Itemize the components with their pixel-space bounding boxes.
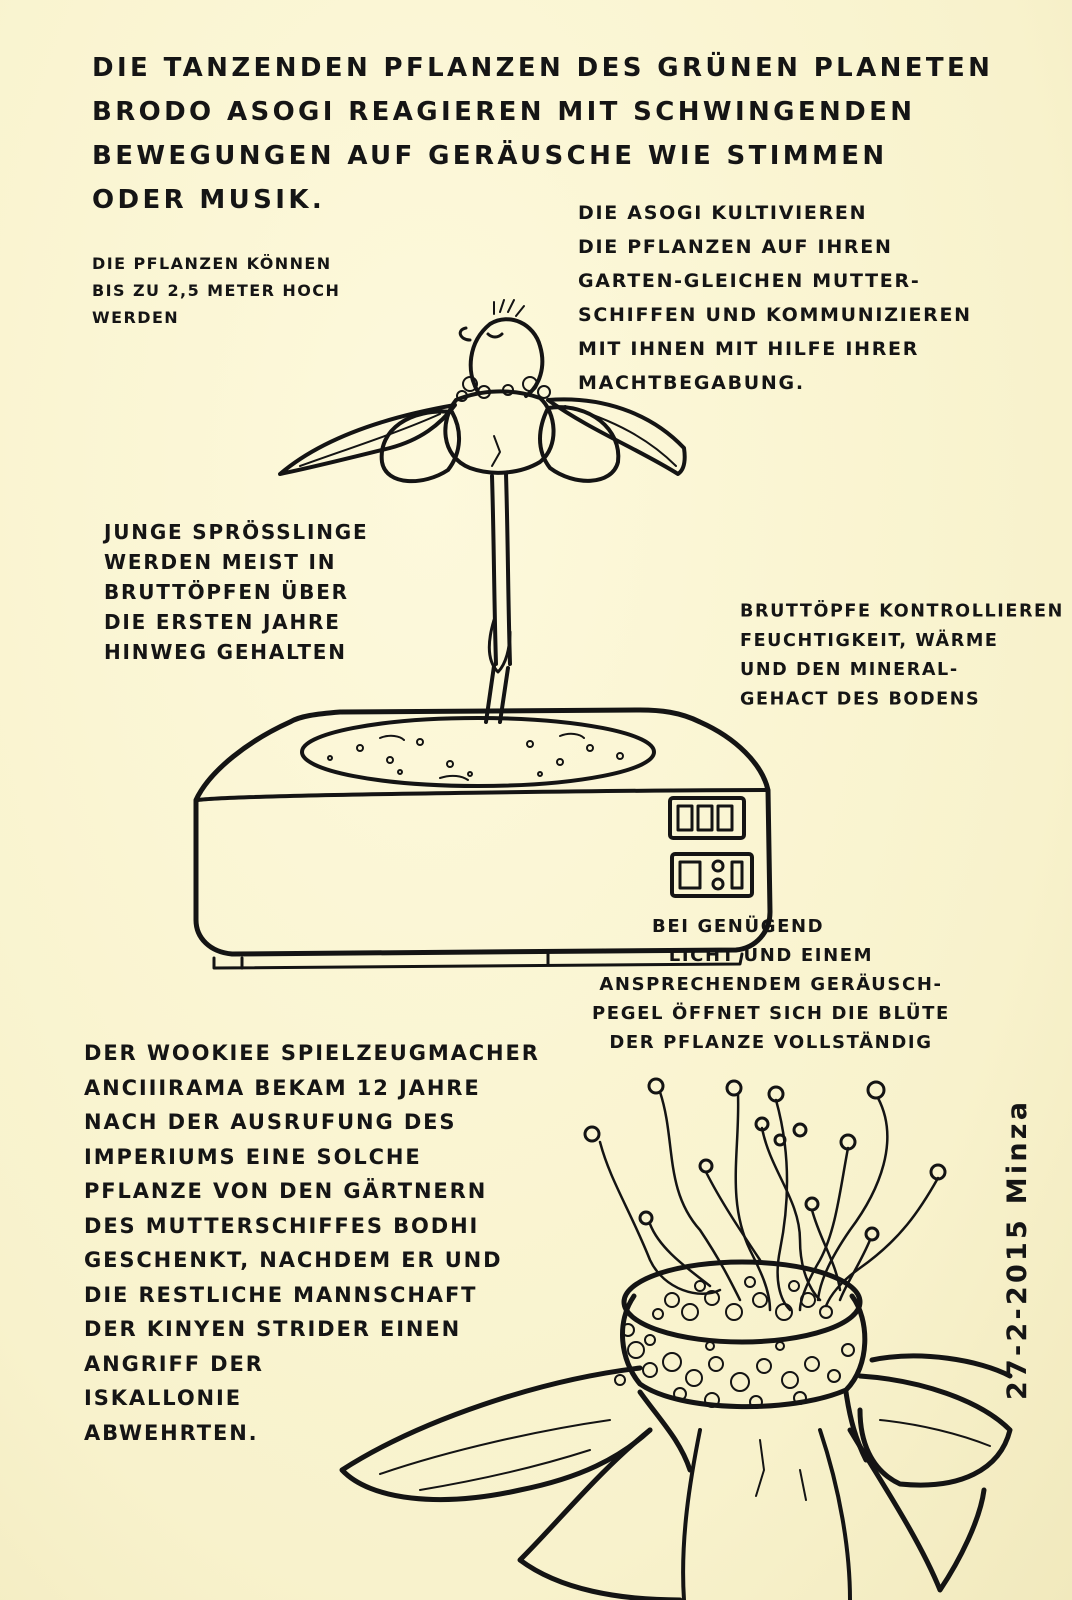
cultivation-line: mit ihnen mit Hilfe ihrer bbox=[578, 338, 920, 360]
bloom-line: der Pflanze vollständig bbox=[609, 1032, 933, 1053]
incubator-line: gehact des Bodens bbox=[740, 688, 981, 710]
plant-petal-center bbox=[443, 389, 556, 475]
plant-leaf-right bbox=[546, 397, 687, 476]
height-annotation: Die Pflanzen können bis zu 2,5 Meter hoc… bbox=[92, 250, 340, 331]
height-line: werden bbox=[92, 308, 180, 327]
plant-bud bbox=[468, 317, 545, 398]
signature-date: 27-2-2015 Minza bbox=[1002, 1098, 1033, 1400]
story-line: Anciiirama bekam 12 Jahre bbox=[84, 1075, 481, 1100]
flower-petal-left bbox=[339, 1365, 653, 1503]
plant-petal-left bbox=[379, 409, 462, 484]
plant-stem bbox=[490, 472, 512, 666]
plant-petal-right bbox=[538, 405, 621, 483]
seedling-line: hinweg gehalten bbox=[104, 640, 347, 664]
cultivation-line: schiffen und kommunizieren bbox=[578, 304, 972, 326]
incubator-pot bbox=[193, 707, 773, 957]
story-line: Angriff der bbox=[84, 1351, 264, 1376]
flower-opening bbox=[621, 1259, 863, 1345]
story-annotation: Der Wookiee Spielzeugmacher Anciiirama b… bbox=[84, 1036, 540, 1450]
seedling-line: die ersten Jahre bbox=[104, 610, 341, 634]
pot-display-panel bbox=[668, 796, 746, 840]
open-flower-drawing bbox=[339, 1077, 1013, 1600]
pot-switch-panel bbox=[670, 852, 754, 898]
cultivation-line: Die Asogi kultivieren bbox=[578, 202, 868, 224]
incubator-plant-drawing bbox=[193, 299, 773, 970]
bloom-line: pegel öffnet sich die Blüte bbox=[592, 1003, 950, 1024]
story-line: abwehrten. bbox=[84, 1420, 259, 1445]
flower-petal-right bbox=[857, 1373, 1013, 1488]
story-line: Iskallonie bbox=[84, 1386, 242, 1410]
incubator-annotation: Bruttöpfe kontrollieren Feuchtigkeit, Wä… bbox=[740, 597, 1064, 714]
intro-line: Bewegungen auf Geräusche wie Stimmen bbox=[92, 141, 888, 171]
incubator-line: und den Mineral- bbox=[740, 659, 959, 680]
height-line: bis zu 2,5 Meter hoch bbox=[92, 281, 341, 300]
story-line: geschenkt, nachdem er und bbox=[84, 1248, 503, 1272]
plant-leaf-left bbox=[278, 403, 457, 476]
cultivation-annotation: Die Asogi kultivieren die Pflanzen auf i… bbox=[578, 196, 972, 400]
flower-center bbox=[620, 1293, 868, 1410]
incubator-line: Bruttöpfe kontrollieren bbox=[740, 600, 1064, 622]
story-line: der Kinyen Strider einen bbox=[84, 1317, 462, 1341]
flower-petal-front-left bbox=[517, 1427, 683, 1600]
story-line: des Mutterschiffes Bodhi bbox=[84, 1213, 480, 1238]
seedling-annotation: Junge Sprösslinge werden meist in Bruttö… bbox=[104, 517, 368, 667]
bloom-line: ansprechendem Geräusch- bbox=[599, 974, 943, 995]
intro-line: oder Musik. bbox=[92, 185, 326, 215]
bloom-line: Bei genügend bbox=[652, 916, 825, 937]
flower-petal-front-right bbox=[847, 1427, 987, 1593]
height-line: Die Pflanzen können bbox=[92, 254, 332, 273]
incubator-line: Feuchtigkeit, Wärme bbox=[740, 630, 999, 651]
cultivation-line: Machtbegabung. bbox=[578, 372, 805, 394]
seedling-line: werden meist in bbox=[104, 550, 337, 574]
story-line: Imperiums eine solche bbox=[84, 1144, 422, 1169]
cultivation-line: Garten-gleichen Mutter- bbox=[578, 270, 921, 292]
seedling-line: Bruttöpfen über bbox=[104, 580, 349, 604]
pot-soil bbox=[300, 716, 656, 788]
story-line: Der Wookiee Spielzeugmacher bbox=[84, 1041, 540, 1065]
seedling-line: Junge Sprösslinge bbox=[104, 520, 369, 544]
intro-line: Brodo Asogi reagieren mit schwingenden bbox=[92, 97, 916, 127]
story-line: die restliche Mannschaft bbox=[84, 1282, 478, 1307]
story-line: Pflanze von den Gärtnern bbox=[84, 1179, 488, 1203]
intro-line: Die tanzenden Pflanzen des grünen Planet… bbox=[92, 53, 994, 83]
bloom-annotation: Bei genügend Licht und einem ansprechend… bbox=[592, 912, 950, 1057]
intro-text: Die tanzenden Pflanzen des grünen Planet… bbox=[92, 46, 993, 222]
cultivation-line: die Pflanzen auf ihren bbox=[578, 236, 893, 258]
story-line: nach der Ausrufung des bbox=[84, 1110, 457, 1134]
bloom-line: Licht und einem bbox=[668, 945, 874, 966]
